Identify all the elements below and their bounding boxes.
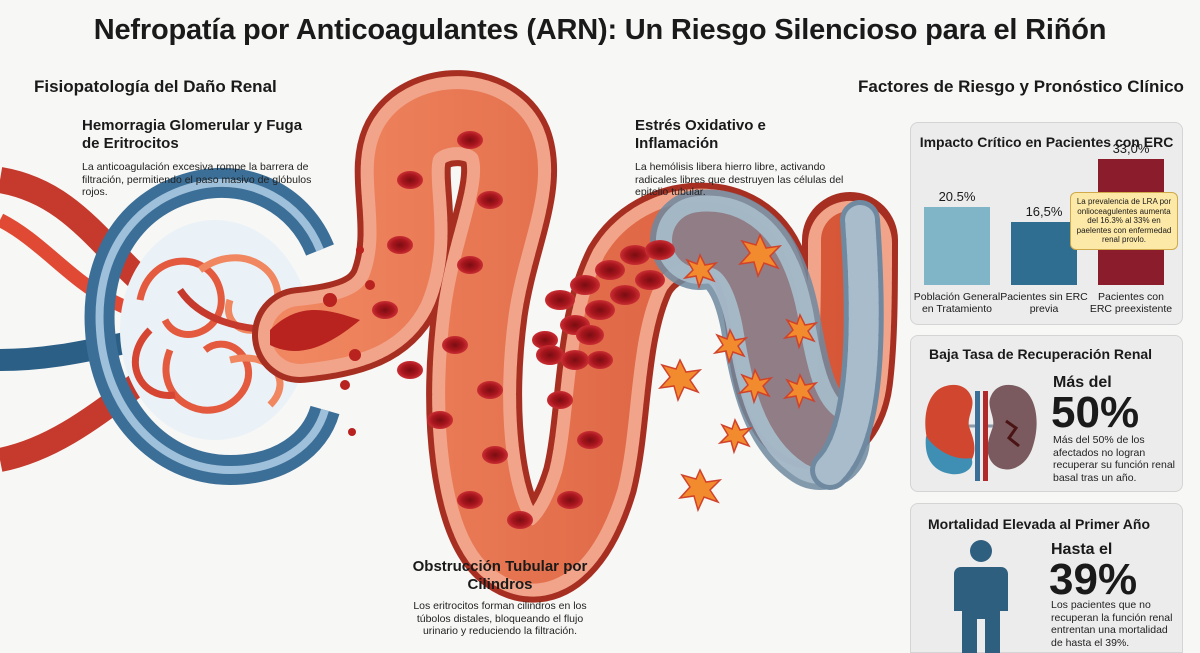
risk-factors-heading: Factores de Riesgo y Pronóstico Clínico <box>858 77 1184 96</box>
annotation-oxidative-stress: Estrés Oxidativo e Inflamación La hemóli… <box>635 117 850 199</box>
rbc-cast <box>536 240 675 370</box>
annotation-text: La anticoagulación excesiva rompe la bar… <box>82 161 312 198</box>
damaged-epithelium <box>650 189 884 490</box>
annotation-tubular-obstruction: Obstrucción Tubular por Cilindros Los er… <box>400 558 600 638</box>
bar-category-label: Pacientes con ERC preexistente <box>1089 291 1173 315</box>
annotation-title: Obstrucción Tubular por Cilindros <box>412 558 588 593</box>
page-title: Nefropatía por Anticoagulantes (ARN): Un… <box>93 14 1107 46</box>
card-title: Baja Tasa de Recuperación Renal <box>929 346 1153 362</box>
card-title: Mortalidad Elevada al Primer Año <box>928 516 1150 532</box>
kidney-icon <box>925 384 1037 481</box>
recovery-text: Más del 50% de los afectados no logran r… <box>1053 434 1175 484</box>
bar <box>1011 222 1077 285</box>
recovery-lead: Más del <box>1053 374 1112 391</box>
nephron-illustration <box>0 70 898 603</box>
mortality-text: Los pacientes que no recuperan la funció… <box>1051 599 1173 649</box>
pathophysiology-heading: Fisiopatología del Daño Renal <box>34 77 277 96</box>
mortality-value: 39% <box>1049 555 1138 604</box>
card-title: Impacto Crítico en Pacientes con ERC <box>919 134 1174 150</box>
bar-value-label: 16,5% <box>1025 204 1063 219</box>
recovery-value: 50% <box>1051 388 1140 437</box>
bar-category-label: Población General en Tratamiento <box>913 291 1001 315</box>
oxidative-stress-bursts <box>658 233 819 513</box>
bar <box>924 206 990 285</box>
bar-category-label: Pacientes sin ERC previa <box>1000 291 1088 315</box>
erc-impact-card: Impacto Crítico en Pacientes con ERC 20.… <box>910 122 1183 325</box>
annotation-text: La hemólisis libera hierro libre, activa… <box>635 161 844 198</box>
bar-value-label: 33,0% <box>1112 141 1150 156</box>
mortality-lead: Hasta el <box>1051 541 1113 558</box>
mortality-card: Mortalidad Elevada al Primer Año Hasta e… <box>910 503 1183 653</box>
person-icon <box>954 540 1008 653</box>
annotation-glomerular-hemorrhage: Hemorragia Glomerular y Fuga de Eritroci… <box>82 117 312 199</box>
annotation-title: Estrés Oxidativo e Inflamación <box>635 117 766 152</box>
annotation-text: Los eritrocitos forman cilindros en los … <box>413 600 587 637</box>
hemorrhage-spray <box>270 246 375 436</box>
annotation-title: Hemorragia Glomerular y Fuga de Eritroci… <box>82 117 303 152</box>
erc-tooltip: La prevalencia de LRA por onlioceagulent… <box>1070 192 1178 250</box>
bar-value-label: 20.5% <box>938 188 976 204</box>
red-blood-cells <box>372 131 613 529</box>
recovery-card: Baja Tasa de Recuperación Renal Más del … <box>910 335 1183 492</box>
